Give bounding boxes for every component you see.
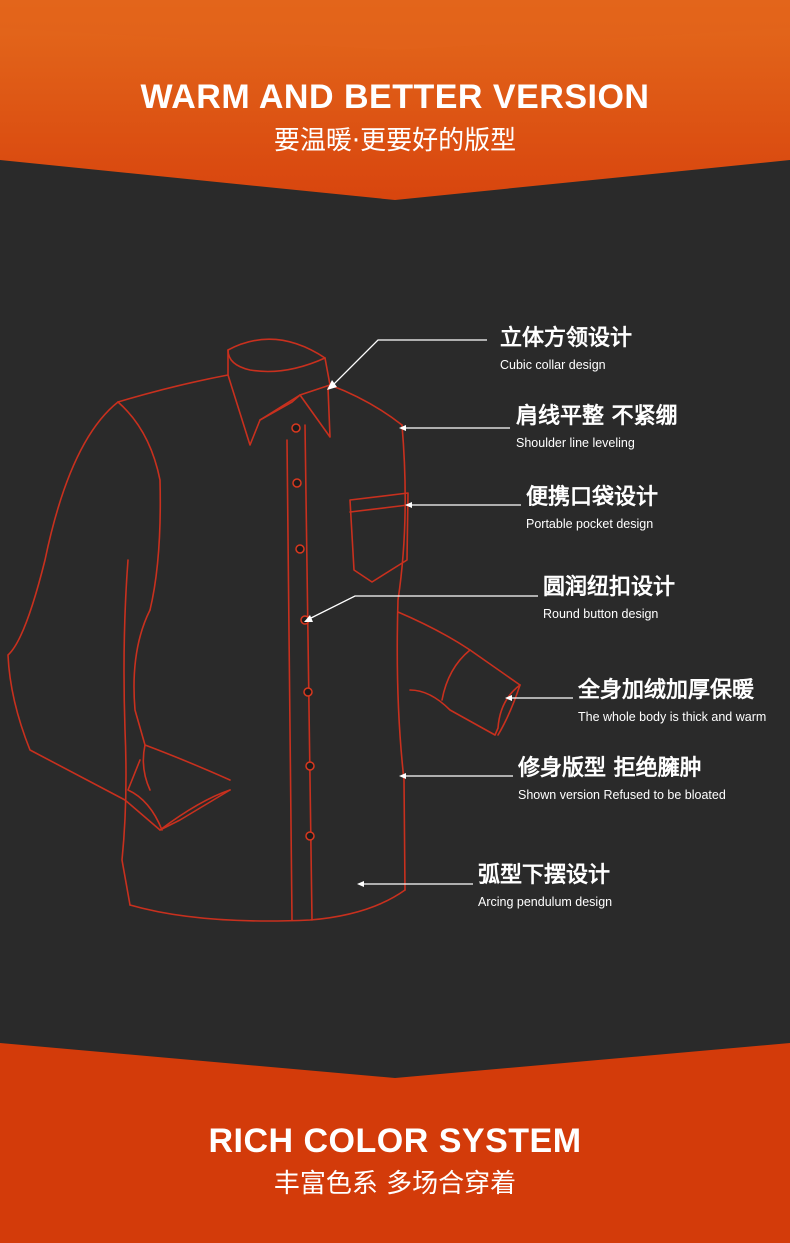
button-dot xyxy=(305,831,315,841)
button-dot xyxy=(291,423,301,433)
callout-title: 便携口袋设计 xyxy=(526,485,659,510)
callout-subtitle: Portable pocket design xyxy=(526,517,654,531)
button-dot xyxy=(292,478,302,488)
arrowhead xyxy=(304,615,313,622)
callout-subtitle: Shown version Refused to be bloated xyxy=(518,788,726,802)
button-dot xyxy=(305,761,315,771)
callout-title: 修身版型 拒绝臃肿 xyxy=(518,756,702,781)
callout-subtitle: Shoulder line leveling xyxy=(516,436,635,450)
shirt-outline-illustration xyxy=(7,338,521,922)
callout-slim-fit: 修身版型 拒绝臃肿 Shown version Refused to be bl… xyxy=(518,756,726,804)
callout-title: 全身加绒加厚保暖 xyxy=(578,678,755,703)
callout-title: 肩线平整 不紧绷 xyxy=(516,404,678,429)
callout-title: 立体方领设计 xyxy=(500,326,633,351)
arrowhead xyxy=(327,380,337,390)
bottom-banner-title-en: RICH COLOR SYSTEM xyxy=(208,1122,582,1160)
callout-subtitle: The whole body is thick and warm xyxy=(578,710,767,724)
callout-subtitle: Round button design xyxy=(543,607,659,621)
top-banner-title-en: WARM AND BETTER VERSION xyxy=(140,78,650,116)
leader-button xyxy=(306,595,538,621)
bottom-banner-title-cn: 丰富色系 多场合穿着 xyxy=(273,1169,517,1199)
button-dot xyxy=(303,687,313,697)
callout-title: 弧型下摆设计 xyxy=(478,863,611,888)
arrowhead xyxy=(399,773,406,779)
top-banner-stripe xyxy=(0,0,790,50)
bottom-banner-bg xyxy=(0,1043,790,1243)
arrowhead xyxy=(399,425,406,431)
callout-hem: 弧型下摆设计 Arcing pendulum design xyxy=(478,863,612,911)
callout-shoulder: 肩线平整 不紧绷 Shoulder line leveling xyxy=(516,404,678,452)
callout-subtitle: Arcing pendulum design xyxy=(478,895,613,909)
callout-arrowheads xyxy=(304,380,512,887)
arrowhead xyxy=(505,695,512,701)
shirt-buttons xyxy=(291,423,315,841)
callout-leaders xyxy=(306,339,573,885)
button-dot xyxy=(295,544,305,554)
callout-title: 圆润纽扣设计 xyxy=(543,575,676,600)
arrowhead xyxy=(357,881,364,887)
leader-collar xyxy=(329,339,487,389)
callout-pocket: 便携口袋设计 Portable pocket design xyxy=(526,485,658,533)
callout-button: 圆润纽扣设计 Round button design xyxy=(543,575,675,623)
callout-subtitle: Cubic collar design xyxy=(500,358,606,372)
arrowhead xyxy=(405,502,412,508)
callout-warm: 全身加绒加厚保暖 The whole body is thick and war… xyxy=(578,678,766,726)
callout-collar: 立体方领设计 Cubic collar design xyxy=(500,326,632,374)
top-banner-title-cn: 要温暖·更要好的版型 xyxy=(273,126,517,156)
top-banner-bg xyxy=(0,0,790,200)
